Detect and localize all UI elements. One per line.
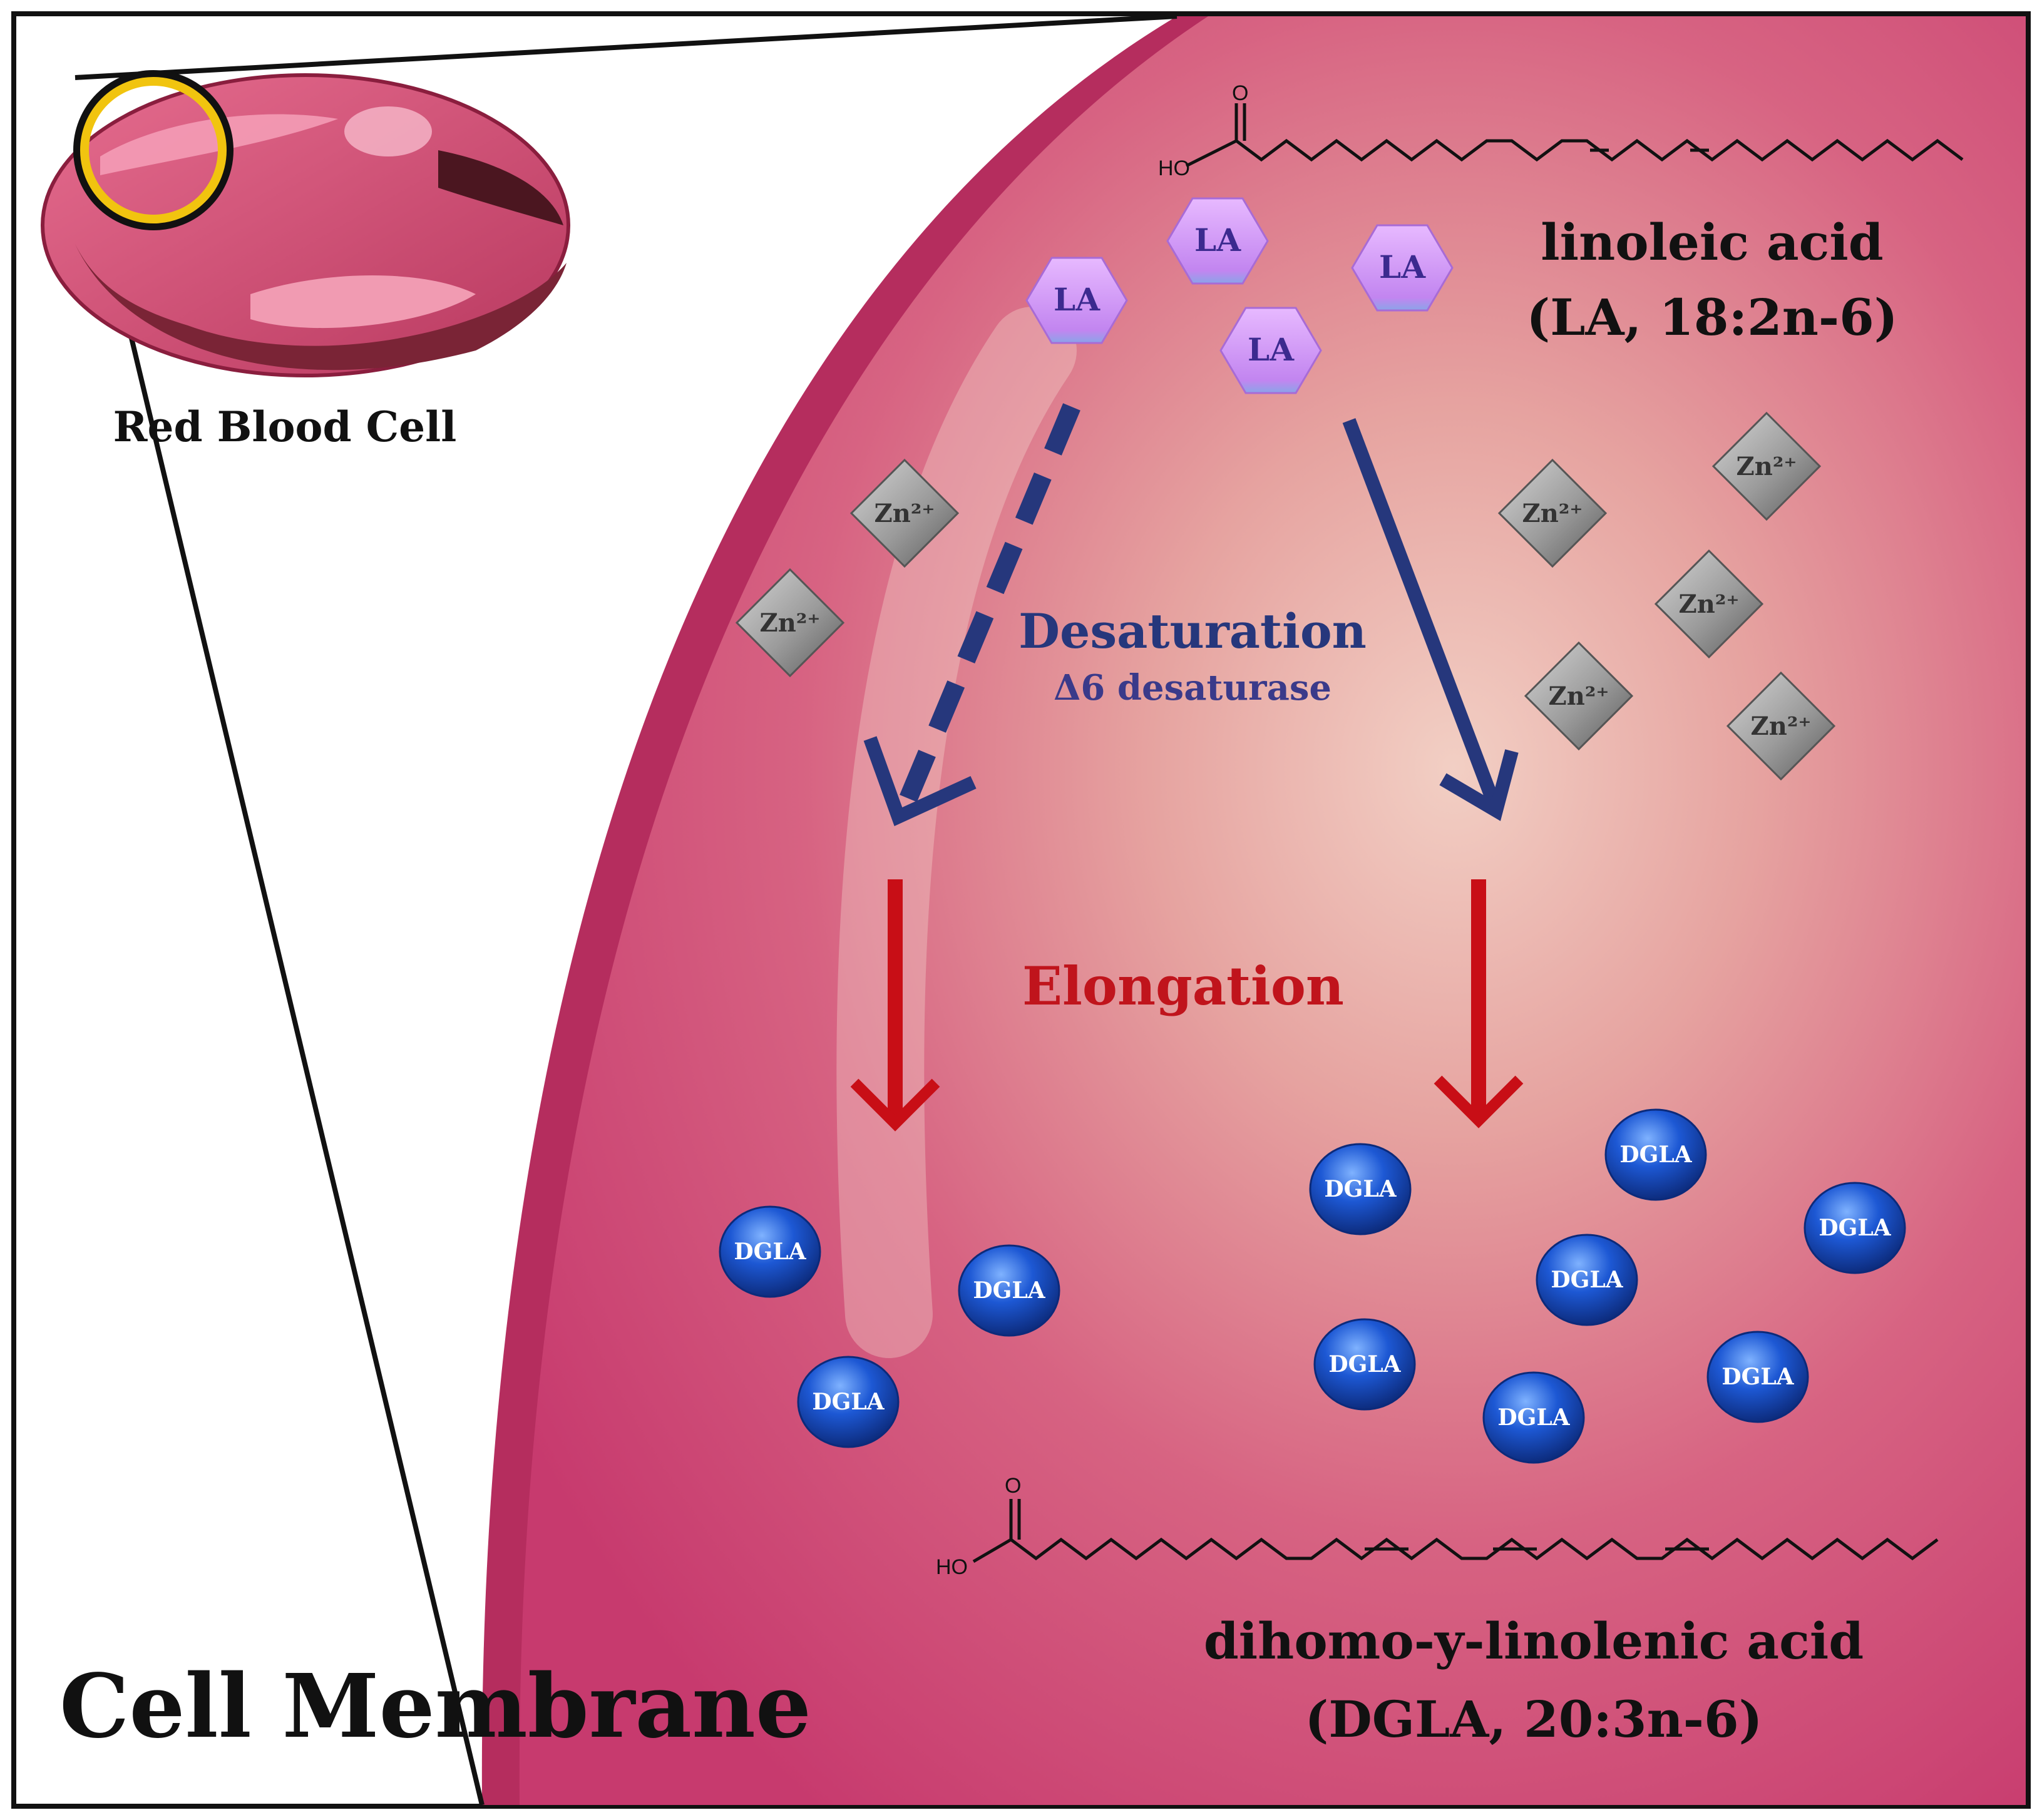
dgla-label: DGLA [1551, 1267, 1623, 1293]
la-hexagon-label: LA [1248, 331, 1295, 368]
la-hexagon-label: LA [1194, 222, 1241, 258]
dgla-label: DGLA [1324, 1176, 1397, 1202]
dgla-label: DGLA [1497, 1404, 1570, 1431]
zinc-diamond: Zn²⁺ [1497, 458, 1608, 568]
dgla-sphere: DGLA [1309, 1143, 1412, 1235]
elongation-arrow-left [850, 879, 940, 1132]
membrane-body [519, 16, 2026, 1805]
dgla-label: DGLA [1819, 1215, 1891, 1241]
zoom-line-top [74, 14, 1177, 80]
dgla-sphere: DGLA [797, 1356, 900, 1448]
zinc-diamond: Zn²⁺ [1726, 671, 1836, 781]
dgla-label: DGLA [734, 1239, 806, 1265]
red-blood-cell-illustration [41, 70, 570, 377]
membrane-highlight [836, 307, 1077, 1358]
zinc-diamond: Zn²⁺ [1654, 549, 1764, 659]
zinc-label: Zn²⁺ [1737, 452, 1797, 481]
dgla-notation: (DGLA, 20:3n-6) [1305, 1690, 1763, 1749]
dgla-label: DGLA [973, 1277, 1045, 1304]
zinc-diamond: Zn²⁺ [1711, 411, 1822, 521]
desaturation-title: Desaturation [1018, 603, 1367, 659]
dgla-sphere: DGLA [1604, 1108, 1707, 1201]
la-o-label: O [1232, 81, 1248, 105]
dgla-ho-label: HO [936, 1555, 968, 1579]
zinc-diamond: Zn²⁺ [849, 458, 960, 568]
la-hexagon-label: LA [1054, 281, 1101, 318]
dgla-label: DGLA [1721, 1364, 1794, 1390]
dgla-sphere: DGLA [1482, 1371, 1585, 1464]
desaturation-arrow-solid [1342, 418, 1519, 821]
elongation-arrow-right [1434, 879, 1524, 1128]
dgla-sphere: DGLA [958, 1244, 1060, 1337]
la-hexagon: LA [1219, 307, 1322, 394]
la-ho-label: HO [1158, 156, 1190, 180]
zoom-line-bottom [88, 167, 485, 1806]
la-hexagon: LA [1166, 197, 1269, 285]
dgla-sphere: DGLA [1803, 1182, 1906, 1274]
dgla-structure: HO O [936, 1474, 1939, 1579]
zinc-label: Zn²⁺ [1751, 712, 1812, 741]
dgla-name: dihomo-y-linolenic acid [1204, 1612, 1864, 1670]
dgla-label: DGLA [1328, 1351, 1401, 1378]
membrane-label: Cell Membrane [59, 1655, 811, 1758]
dgla-sphere: DGLA [1313, 1318, 1416, 1411]
zoom-circle [73, 70, 233, 230]
la-notation: (LA, 18:2n-6) [1526, 288, 1897, 347]
dgla-sphere: DGLA [1706, 1331, 1809, 1423]
la-structure: HO O [1158, 81, 1964, 180]
zinc-label: Zn²⁺ [1549, 682, 1609, 711]
la-hexagon: LA [1025, 257, 1128, 344]
zinc-diamond: Zn²⁺ [735, 568, 845, 678]
zinc-label: Zn²⁺ [760, 608, 821, 638]
la-hexagon: LA [1351, 224, 1454, 312]
desaturation-arrow-dashed [863, 403, 1080, 826]
zinc-label: Zn²⁺ [875, 499, 935, 528]
rbc-label: Red Blood Cell [113, 402, 457, 451]
elongation-title: Elongation [1022, 955, 1344, 1017]
dgla-sphere: DGLA [1536, 1234, 1638, 1326]
la-name: linoleic acid [1541, 213, 1883, 272]
zinc-label: Zn²⁺ [1522, 499, 1583, 528]
dgla-label: DGLA [812, 1389, 885, 1415]
dgla-sphere: DGLA [719, 1205, 821, 1298]
dgla-o-label: O [1005, 1474, 1021, 1498]
desaturation-enzyme: Δ6 desaturase [1054, 667, 1331, 708]
zinc-diamond: Zn²⁺ [1524, 641, 1634, 751]
dgla-label: DGLA [1619, 1142, 1692, 1168]
la-hexagon-label: LA [1379, 248, 1426, 285]
zinc-label: Zn²⁺ [1679, 590, 1740, 619]
